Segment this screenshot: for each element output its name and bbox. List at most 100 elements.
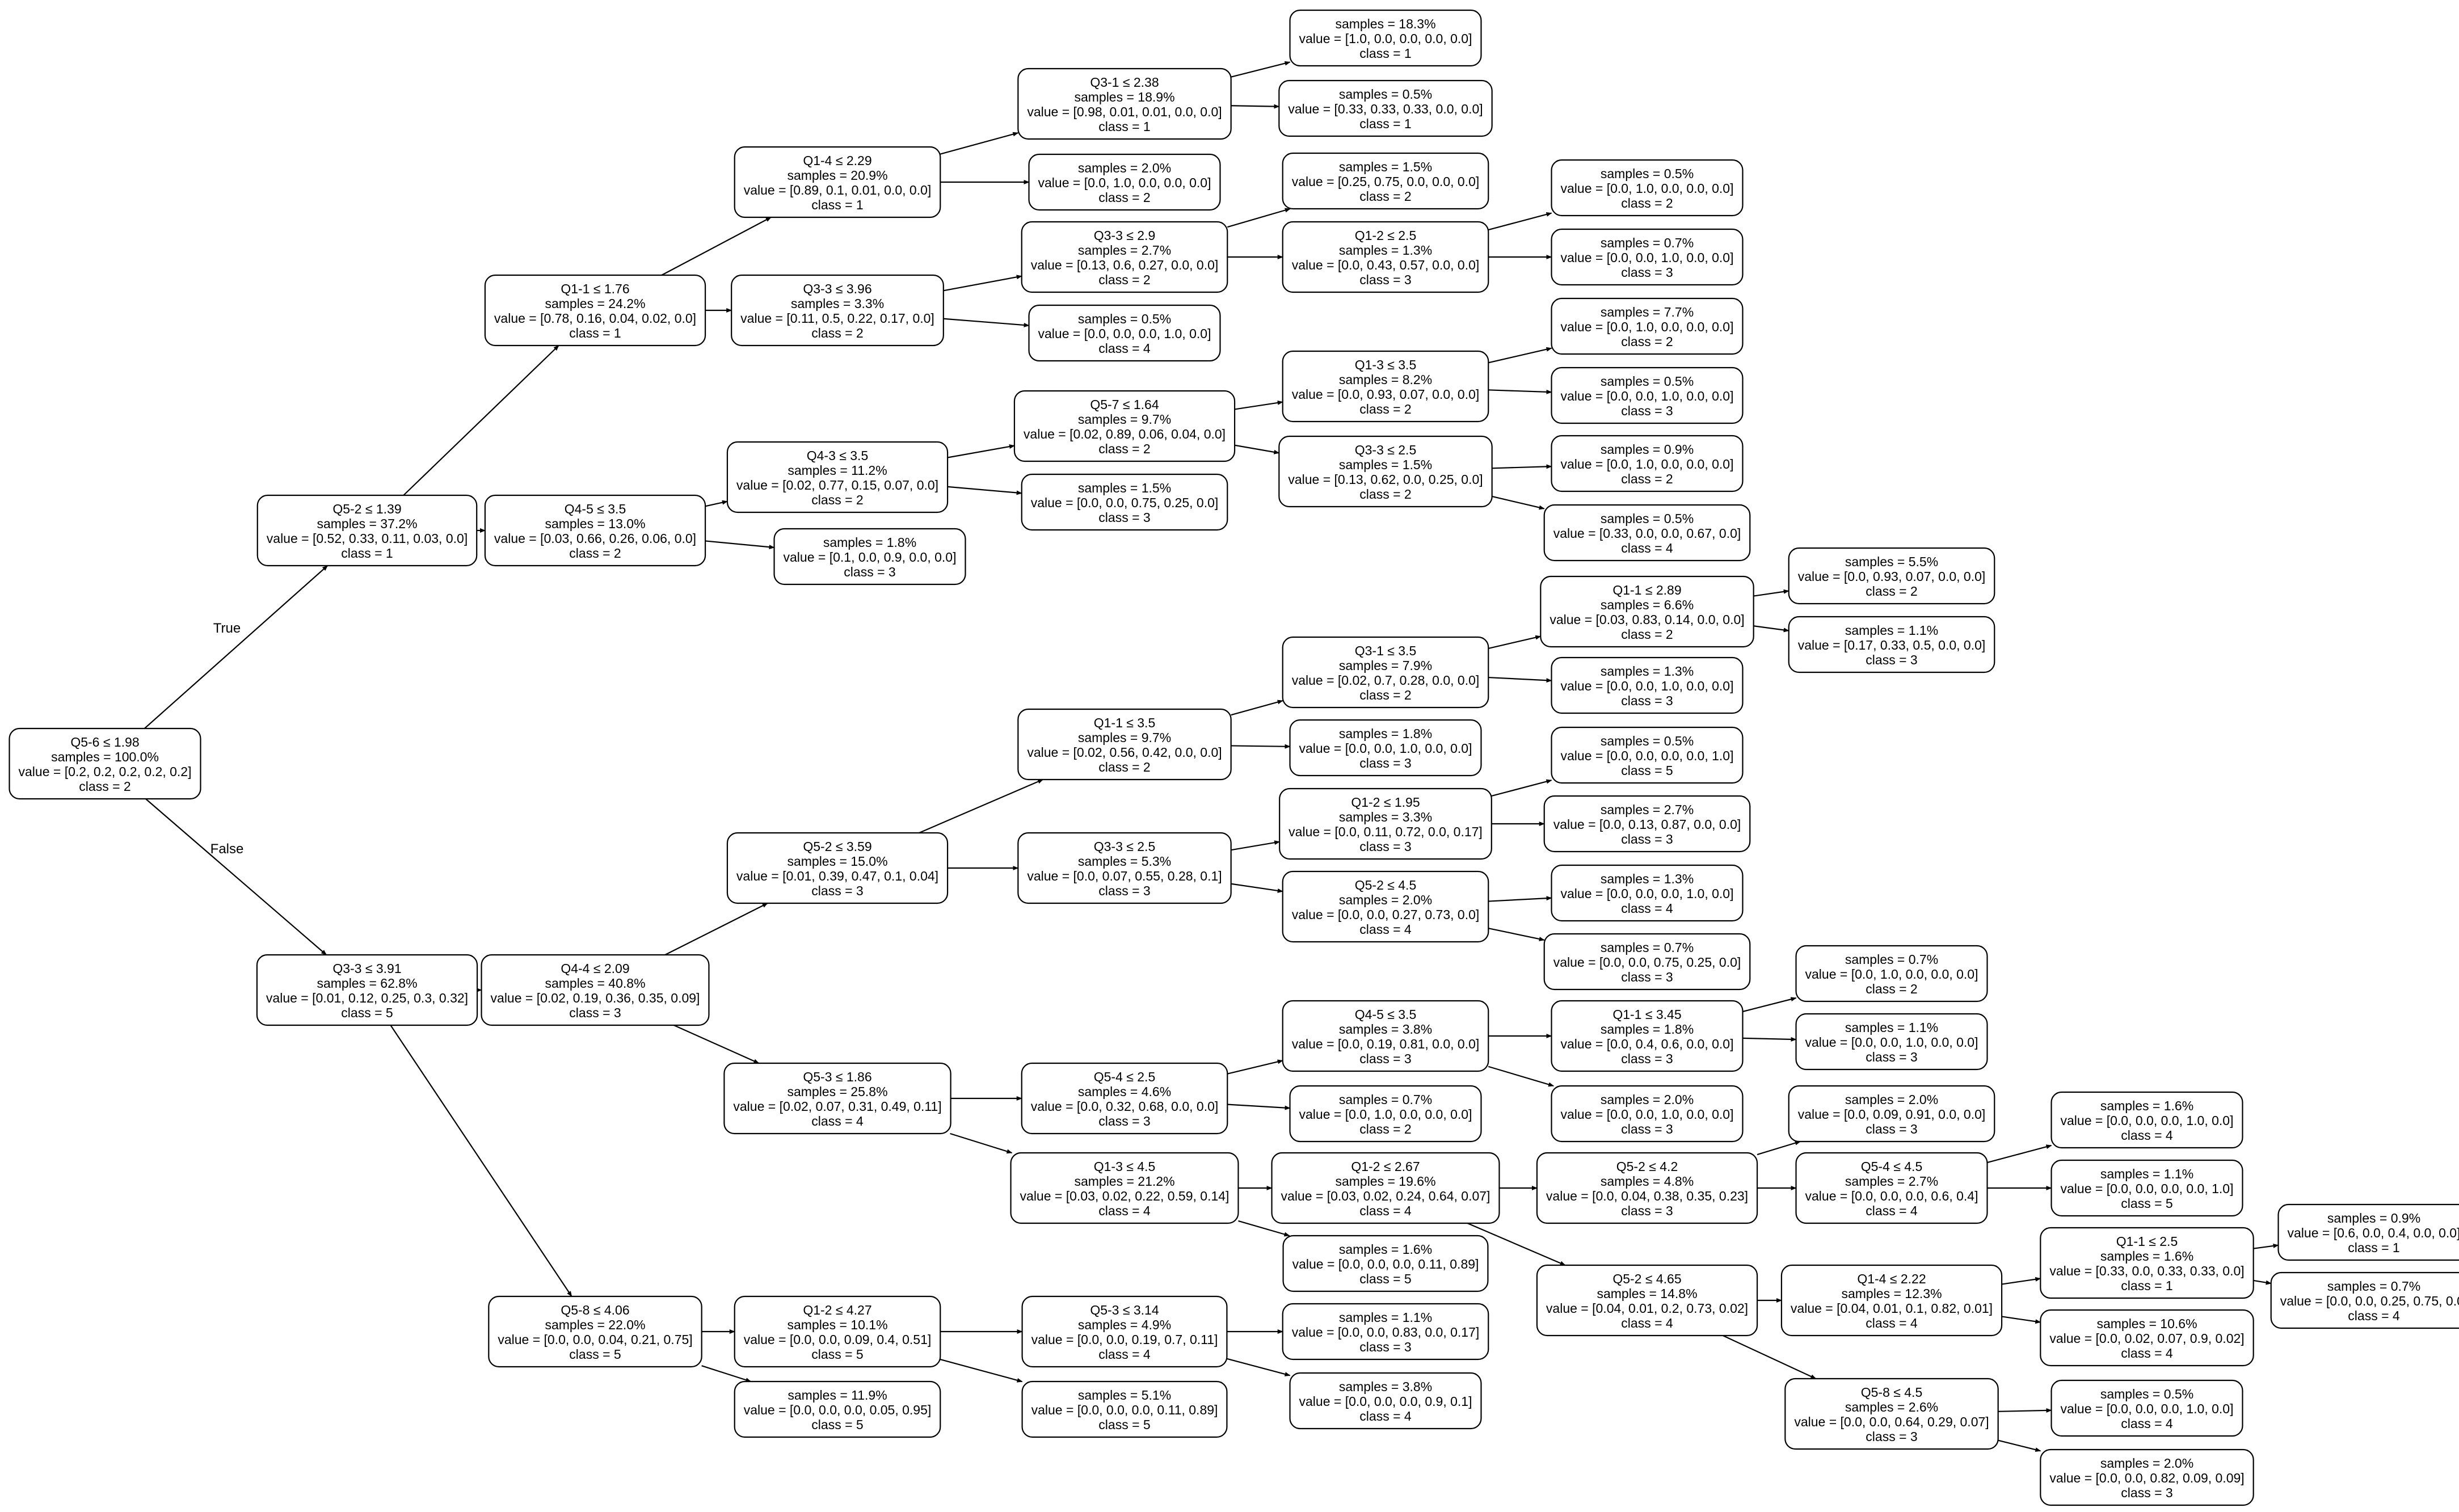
node-box <box>1543 933 1751 991</box>
leaf-node: samples = 0.5%value = [0.33, 0.33, 0.33,… <box>1278 79 1493 137</box>
leaf-node: samples = 0.7%value = [0.0, 1.0, 0.0, 0.… <box>1795 945 1988 1003</box>
node-text-line: class = 3 <box>1098 883 1150 898</box>
node-text-line: Q5-2 ≤ 4.65 <box>1612 1271 1681 1286</box>
node-box <box>1551 726 1744 784</box>
edge-arrow <box>1227 1104 1291 1110</box>
node-text-line: samples = 9.7% <box>1078 730 1171 745</box>
node-box <box>256 954 478 1026</box>
node-box <box>1795 1152 1988 1224</box>
node-text-line: Q1-1 ≤ 1.76 <box>561 281 629 296</box>
node-text-line: value = [0.1, 0.0, 0.9, 0.0, 0.0] <box>784 550 957 565</box>
node-text-line: class = 5 <box>569 1347 621 1362</box>
node-text-line: samples = 14.8% <box>1597 1286 1697 1301</box>
edge-arrow <box>1488 928 1545 941</box>
node-text-line: Q1-2 ≤ 1.95 <box>1351 795 1420 810</box>
edge-arrow <box>661 217 772 276</box>
node-text-line: value = [0.33, 0.0, 0.0, 0.67, 0.0] <box>1553 526 1741 541</box>
edge-arrow <box>1227 208 1291 228</box>
node-text-line: value = [0.0, 1.0, 0.0, 0.0, 0.0] <box>1561 319 1734 334</box>
node-box <box>1010 1152 1239 1224</box>
node-text-line: class = 1 <box>1359 46 1411 61</box>
node-text-line: samples = 1.5% <box>1339 457 1432 472</box>
leaf-node: samples = 1.5%value = [0.0, 0.0, 0.75, 0… <box>1021 473 1228 531</box>
node-text-line: class = 1 <box>569 326 621 340</box>
node-text-line: class = 4 <box>1098 341 1151 356</box>
node-box <box>1282 870 1489 943</box>
node-text-line: class = 4 <box>2121 1128 2173 1143</box>
node-text-line: value = [0.0, 0.0, 0.27, 0.73, 0.0] <box>1292 907 1480 922</box>
edge-arrow <box>1227 1358 1291 1376</box>
node-text-line: class = 2 <box>811 326 863 340</box>
node-text-line: samples = 10.6% <box>2096 1316 2197 1331</box>
node-text-line: Q1-4 ≤ 2.22 <box>1857 1271 1926 1286</box>
leaf-node: samples = 0.5%value = [0.0, 1.0, 0.0, 0.… <box>1551 159 1744 217</box>
node-text-line: value = [0.0, 0.0, 1.0, 0.0, 0.0] <box>1561 679 1734 693</box>
node-text-line: Q5-2 ≤ 4.2 <box>1616 1159 1678 1174</box>
node-box <box>1271 1152 1500 1224</box>
node-text-line: samples = 40.8% <box>545 976 645 991</box>
edge-arrow <box>2253 1243 2279 1249</box>
edge-arrow <box>940 132 1019 155</box>
node-box <box>481 954 710 1026</box>
node-box <box>488 1295 702 1368</box>
leaf-node: samples = 3.8%value = [0.0, 0.0, 0.0, 0.… <box>1289 1372 1482 1430</box>
node-text-line: class = 4 <box>2121 1346 2173 1361</box>
node-box <box>1289 719 1482 777</box>
leaf-node: samples = 0.9%value = [0.6, 0.0, 0.4, 0.… <box>2277 1203 2459 1261</box>
node-box <box>1795 945 1988 1003</box>
edge-arrow <box>1753 625 1789 633</box>
leaf-node: samples = 7.7%value = [0.0, 1.0, 0.0, 0.… <box>1551 297 1744 355</box>
node-box <box>1282 636 1489 709</box>
node-text-line: class = 3 <box>1359 1051 1411 1066</box>
node-text-line: value = [0.0, 0.0, 0.0, 0.9, 0.1] <box>1299 1394 1472 1409</box>
node-text-line: value = [0.0, 0.32, 0.68, 0.0, 0.0] <box>1031 1099 1219 1114</box>
node-text-line: value = [0.0, 0.0, 1.0, 0.0, 0.0] <box>1805 1035 1978 1050</box>
node-text-line: samples = 0.7% <box>1339 1092 1432 1107</box>
edge-arrow <box>1231 700 1283 716</box>
leaf-node: samples = 0.7%value = [0.0, 0.0, 0.25, 0… <box>2270 1271 2459 1329</box>
node-text-line: samples = 0.7% <box>1601 235 1694 250</box>
node-text-line: Q5-2 ≤ 4.5 <box>1355 878 1417 892</box>
node-text-line: samples = 37.2% <box>317 516 417 531</box>
leaf-node: samples = 0.5%value = [0.33, 0.0, 0.0, 0… <box>1543 504 1751 562</box>
node-text-line: samples = 18.3% <box>1335 16 1435 31</box>
node-text-line: value = [0.0, 0.0, 0.04, 0.21, 0.75] <box>498 1332 692 1347</box>
edge-arrow <box>1231 883 1283 893</box>
node-text-line: value = [0.0, 0.93, 0.07, 0.0, 0.0] <box>1798 569 1986 584</box>
node-box <box>9 727 201 800</box>
node-box <box>1282 1235 1489 1292</box>
edge-arrow <box>1998 1408 2052 1413</box>
node-text-line: value = [0.02, 0.89, 0.06, 0.04, 0.0] <box>1024 427 1226 441</box>
node-text-line: class = 1 <box>2348 1240 2399 1255</box>
node-text-line: class = 2 <box>1098 272 1150 287</box>
edge-arrow <box>1231 61 1291 78</box>
node-text-line: value = [0.0, 0.0, 0.25, 0.75, 0.0] <box>2280 1294 2459 1308</box>
edge-arrow <box>145 798 327 955</box>
node-text-line: value = [1.0, 0.0, 0.0, 0.0, 0.0] <box>1299 31 1472 46</box>
leaf-node: samples = 1.6%value = [0.0, 0.0, 0.0, 1.… <box>2050 1091 2243 1149</box>
node-text-line: samples = 6.6% <box>1601 597 1694 612</box>
node-text-line: samples = 4.9% <box>1078 1317 1171 1332</box>
node-text-line: class = 2 <box>1359 688 1411 702</box>
node-box <box>1021 1062 1228 1135</box>
node-text-line: Q1-1 ≤ 2.89 <box>1612 583 1681 597</box>
node-text-line: samples = 2.6% <box>1845 1400 1938 1414</box>
node-text-line: class = 3 <box>1866 652 1917 667</box>
node-box <box>1282 152 1489 210</box>
node-text-line: value = [0.04, 0.01, 0.2, 0.73, 0.02] <box>1546 1301 1748 1316</box>
edge-arrow <box>705 540 775 550</box>
node-text-line: class = 2 <box>1359 189 1411 204</box>
node-text-line: samples = 1.3% <box>1601 664 1694 679</box>
node-text-line: value = [0.0, 0.0, 0.83, 0.0, 0.17] <box>1292 1325 1480 1340</box>
leaf-node: samples = 1.3%value = [0.0, 0.0, 1.0, 0.… <box>1551 656 1744 714</box>
